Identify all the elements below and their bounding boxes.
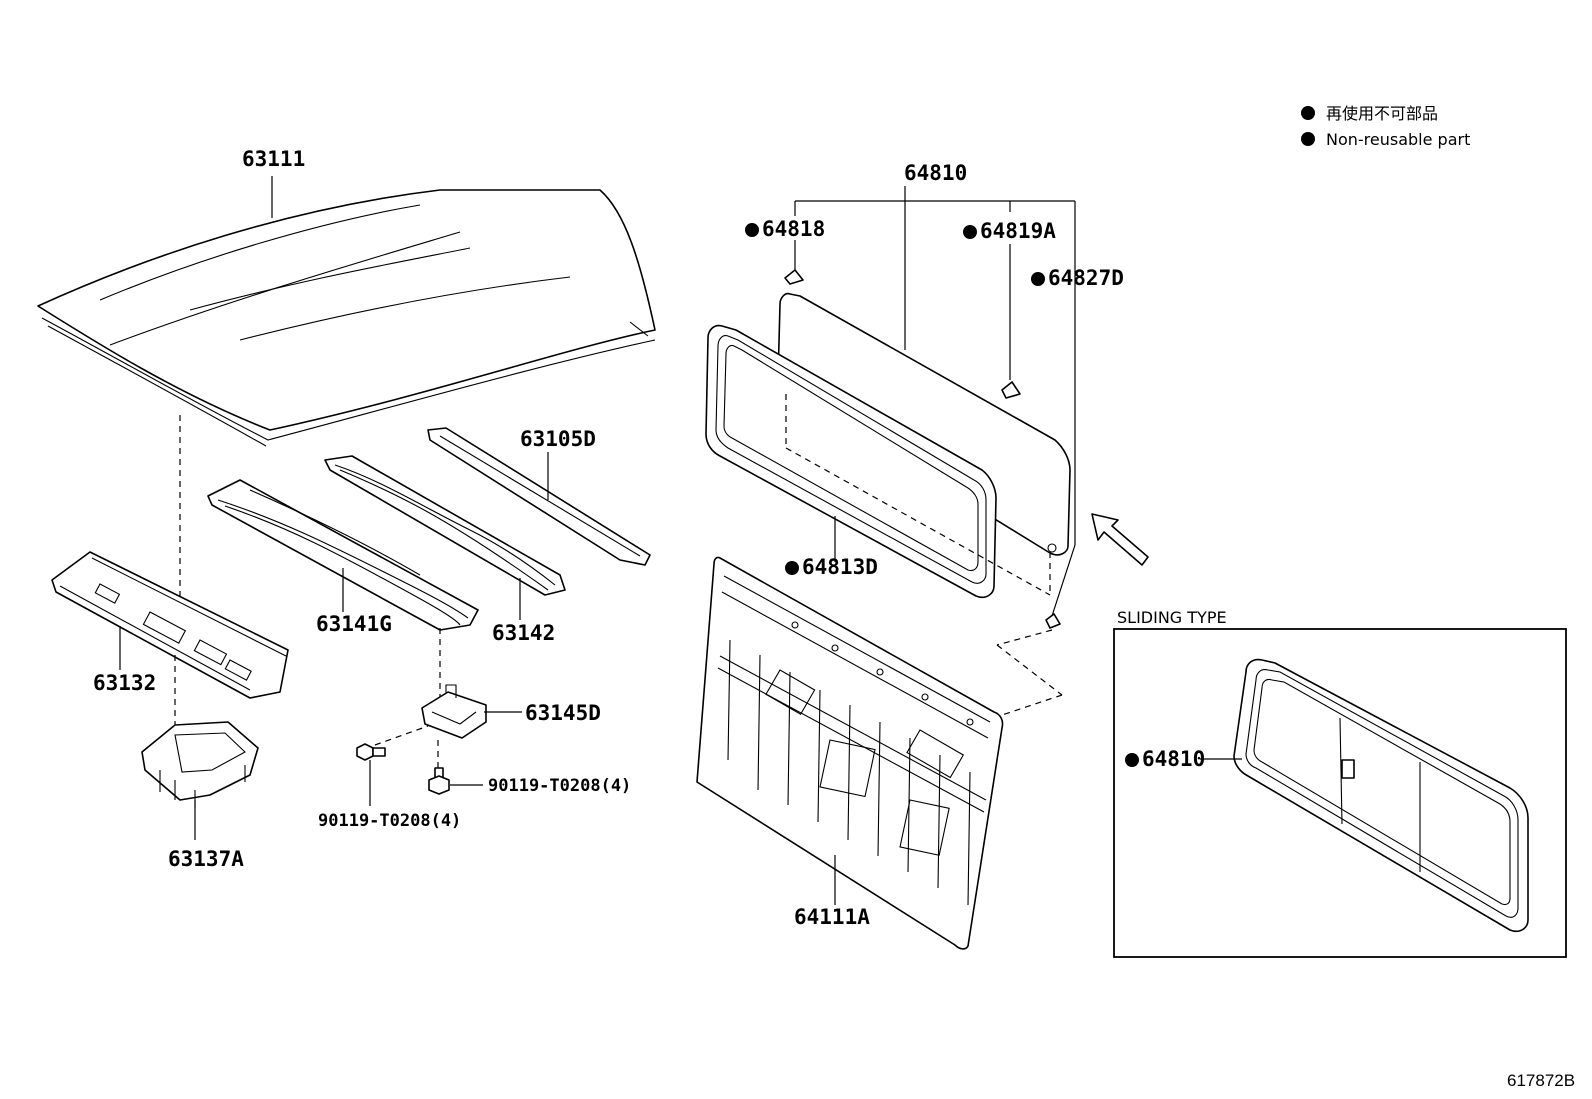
non-reusable-dot-icon: [785, 561, 799, 575]
non-reusable-dot-icon: [1301, 106, 1315, 120]
non-reusable-dot-icon: [963, 225, 977, 239]
roof-bow-63142: [324, 455, 566, 596]
label-63105d: 63105D: [520, 427, 596, 451]
roof-bow-63105d: [427, 427, 651, 566]
bolt-90119-a: [356, 743, 386, 761]
label-64111a: 64111A: [794, 905, 870, 929]
bracket-63145d: [421, 684, 487, 739]
assembly-bracket-64810: [794, 186, 1076, 617]
label-64810: 64810: [904, 161, 967, 185]
view-direction-arrow-icon: [1091, 513, 1149, 566]
weatherstrip-64813d: [705, 324, 997, 599]
label-63111: 63111: [242, 147, 305, 171]
clip-64819a: [1001, 381, 1021, 399]
label-63142: 63142: [492, 621, 555, 645]
label-64827d: 64827D: [1048, 266, 1124, 290]
label-64813d: 64813D: [802, 555, 878, 579]
non-reusable-dot-icon: [745, 223, 759, 237]
label-63132: 63132: [93, 671, 156, 695]
sliding-type-inset: SLIDING TYPE 64810: [1113, 608, 1567, 958]
non-reusable-dot-icon: [1031, 272, 1045, 286]
back-panel-64111a: [696, 556, 1004, 950]
non-reusable-dot-icon: [1301, 132, 1315, 146]
roof-bow-63141g: [207, 479, 479, 631]
label-90119-bottom: 90119-T0208(4): [318, 811, 461, 831]
roof-panel-63111: [37, 189, 656, 447]
label-64819a: 64819A: [980, 219, 1056, 243]
sliding-type-title: SLIDING TYPE: [1117, 608, 1227, 627]
legend-japanese: 再使用不可部品: [1326, 104, 1438, 123]
legend-english: Non-reusable part: [1326, 130, 1470, 149]
non-reusable-dot-icon: [1125, 753, 1139, 767]
clip-64827d: [1045, 613, 1061, 629]
label-63145d: 63145D: [525, 701, 601, 725]
label-64810-sliding: 64810: [1142, 747, 1205, 771]
sliding-type-frame: [1113, 628, 1567, 958]
bracket-63137a: [141, 721, 259, 808]
clip-64818: [784, 269, 804, 285]
reference-code: 617872B: [1507, 1071, 1575, 1090]
legend: 再使用不可部品 Non-reusable part: [1301, 104, 1470, 149]
label-63141g: 63141G: [316, 612, 392, 636]
label-90119-right: 90119-T0208(4): [488, 776, 631, 796]
label-63137a: 63137A: [168, 847, 244, 871]
sliding-window-64810: [1233, 658, 1529, 933]
bolt-90119-b: [428, 767, 450, 795]
roof-header-63132: [51, 551, 289, 699]
label-64818: 64818: [762, 217, 825, 241]
